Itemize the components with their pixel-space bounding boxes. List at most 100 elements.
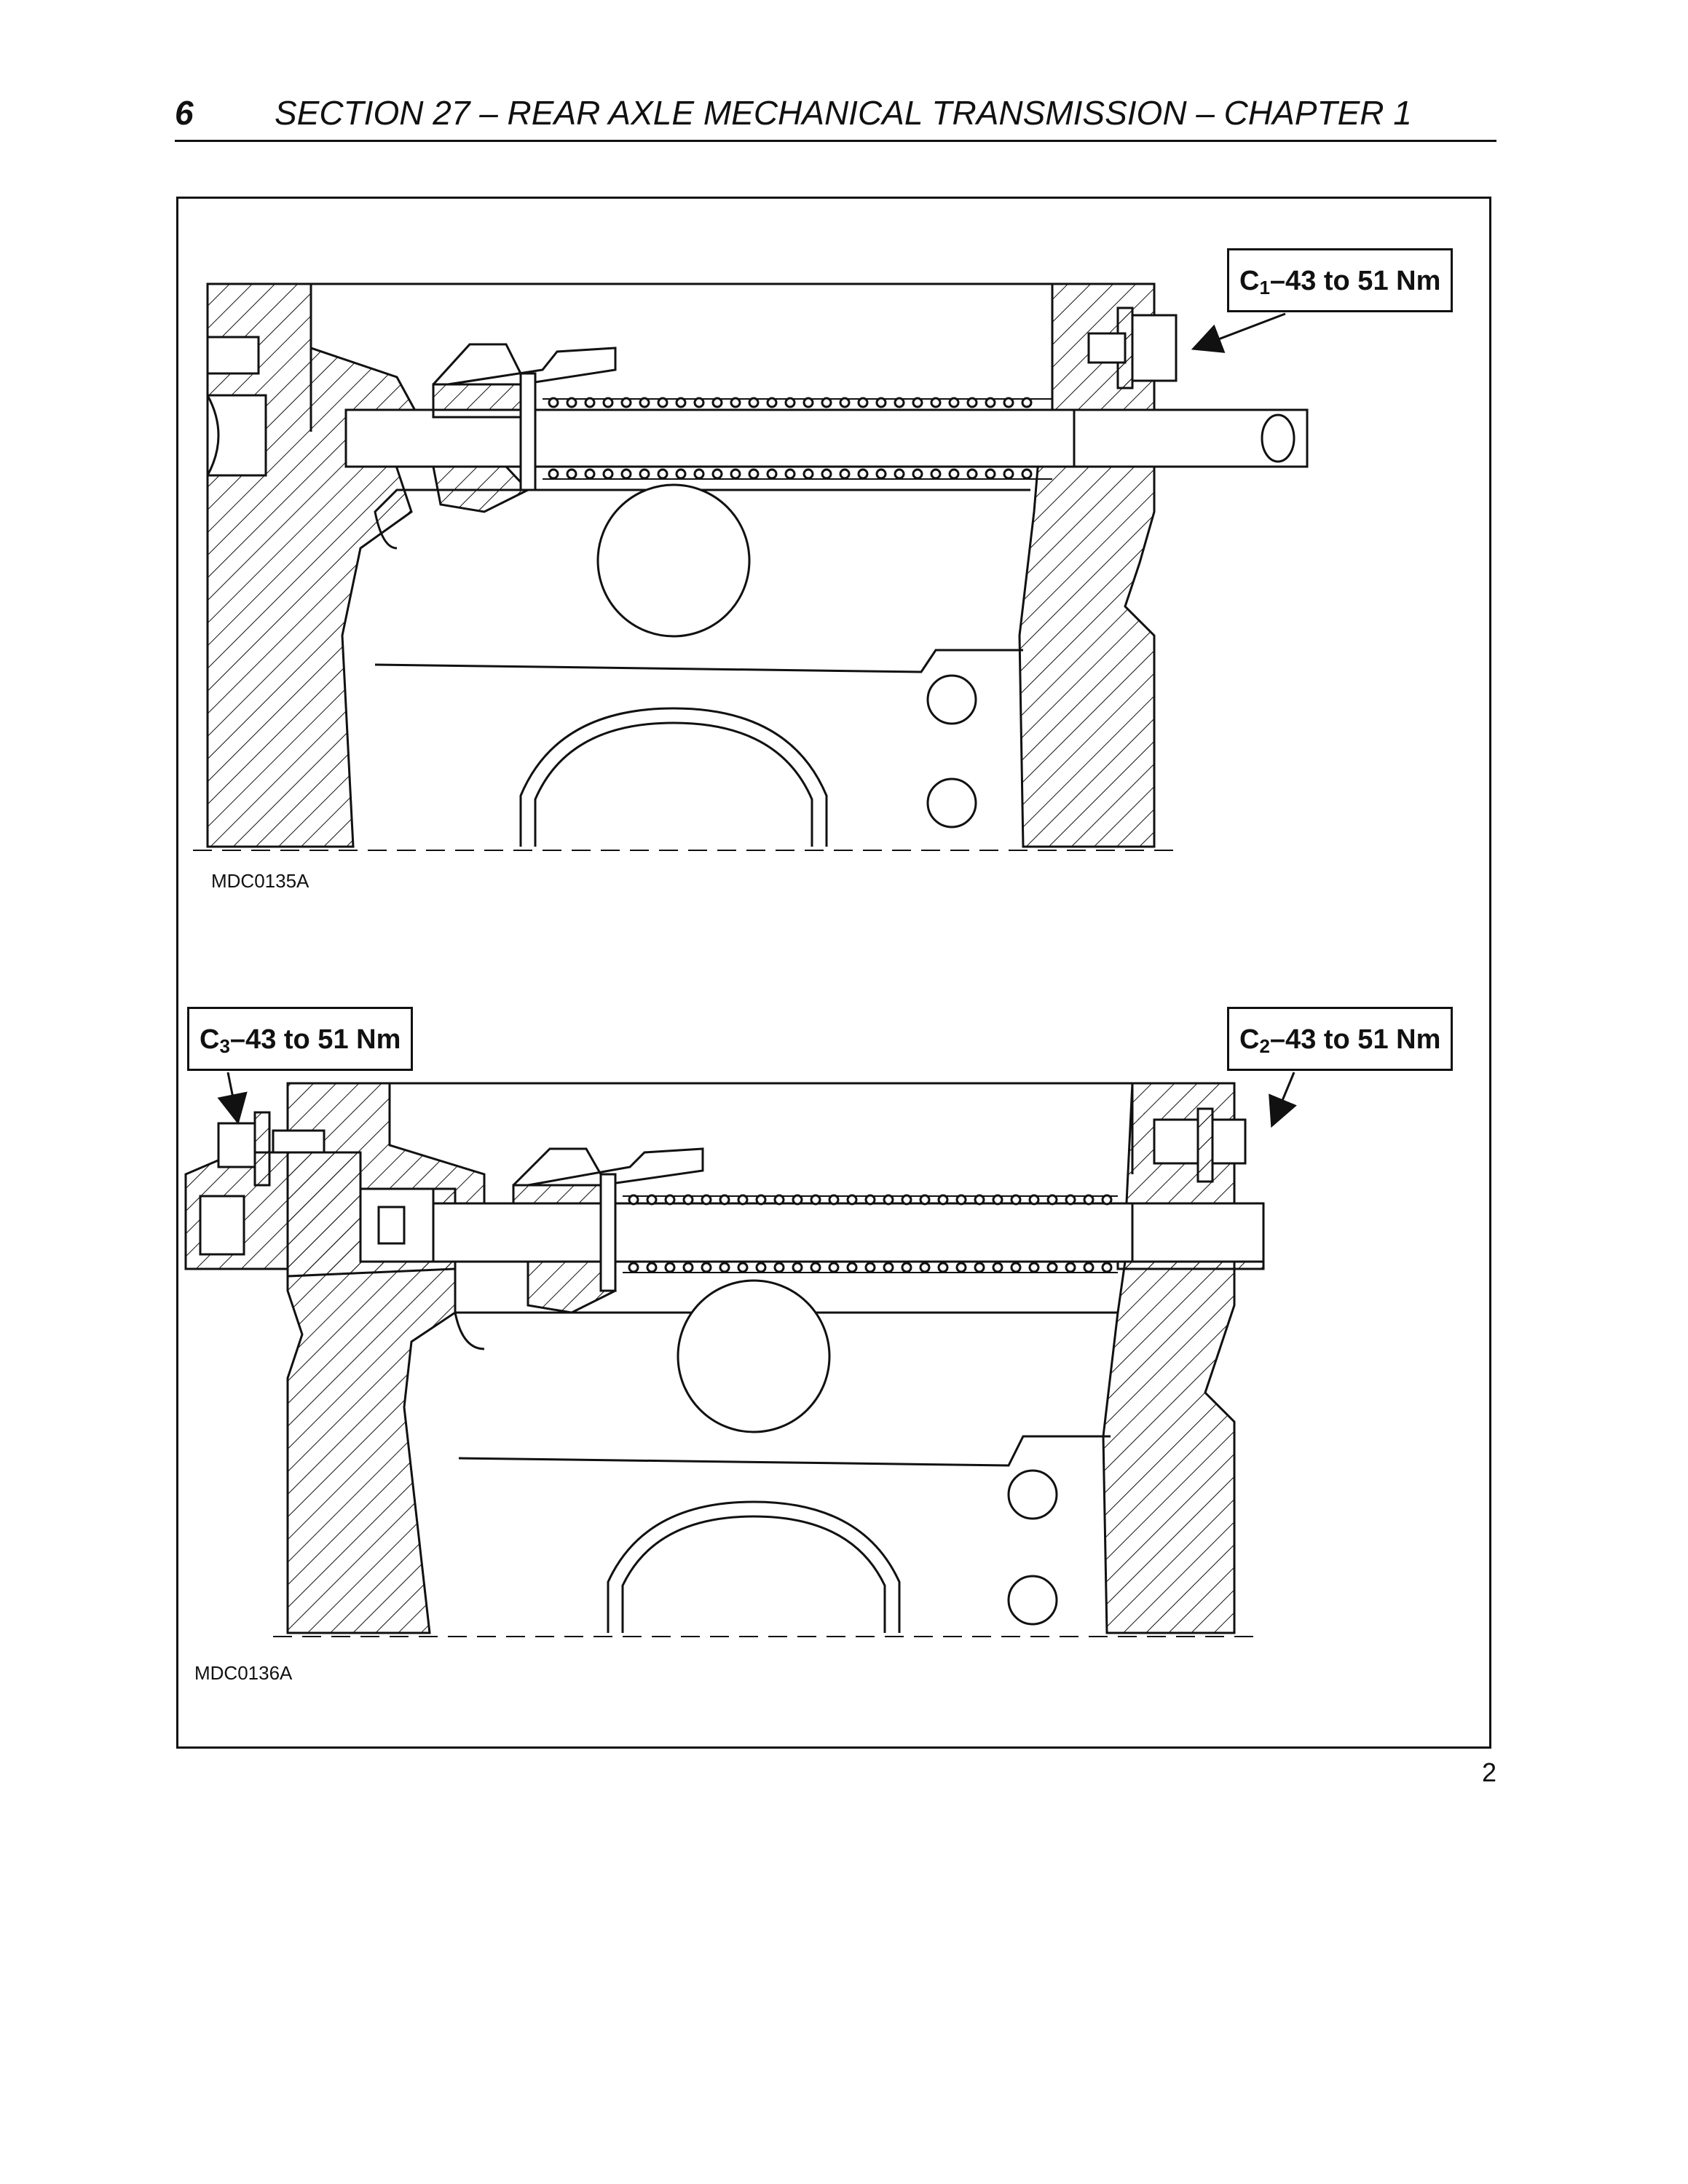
spring-coil — [773, 1262, 785, 1273]
spring-coil — [1028, 1262, 1040, 1273]
spring-coil — [839, 397, 851, 408]
spring-coil — [810, 1262, 821, 1273]
spring-coil — [737, 1262, 749, 1273]
spring-coil — [919, 1194, 931, 1206]
spring-coil — [646, 1194, 658, 1206]
spring-coil — [1003, 397, 1014, 408]
spring-coil — [766, 397, 778, 408]
c1-leader — [1191, 312, 1286, 353]
c1-prefix: C — [1239, 266, 1260, 296]
spring-coil — [1065, 1194, 1076, 1206]
c3-subscript: 3 — [219, 1035, 230, 1057]
spring-coil — [883, 1194, 894, 1206]
spring-coil — [639, 468, 650, 480]
spring-coil — [802, 397, 814, 408]
top-diagram-code: MDC0135A — [211, 870, 309, 892]
spring-coil — [828, 1194, 840, 1206]
spring-coil — [857, 468, 869, 480]
spring-coil — [701, 1262, 712, 1273]
spring-coil — [846, 1194, 858, 1206]
spring-coil — [930, 397, 942, 408]
spring-coil — [755, 1194, 767, 1206]
spring-coil — [620, 397, 632, 408]
spring-coil — [1101, 1194, 1113, 1206]
c1-subscript: 1 — [1259, 277, 1270, 298]
spring-coil — [792, 1194, 803, 1206]
spring-coil — [846, 1262, 858, 1273]
spring-coil — [1010, 1262, 1022, 1273]
spring-coil — [748, 397, 760, 408]
spring-coil — [548, 397, 559, 408]
spring-coil — [955, 1194, 967, 1206]
spring-coil — [548, 468, 559, 480]
c3-value: –43 to 51 Nm — [229, 1024, 401, 1055]
spring-coil — [693, 468, 705, 480]
spring-coil — [955, 1262, 967, 1273]
spring-coil — [755, 1262, 767, 1273]
spring-coil — [985, 468, 996, 480]
assembly-drawing — [184, 282, 1309, 1637]
spring-coil — [966, 468, 978, 480]
spring-coil — [584, 468, 596, 480]
spring-coil — [730, 468, 741, 480]
spring-coil — [748, 468, 760, 480]
spring-coil — [937, 1262, 949, 1273]
coil-dots-top — [548, 397, 1033, 480]
spring-coil — [839, 468, 851, 480]
spring-coil — [737, 1194, 749, 1206]
spring-coil — [857, 397, 869, 408]
page-number: 6 — [175, 94, 194, 132]
spring-coil — [875, 397, 887, 408]
c2-leader — [1269, 1072, 1297, 1128]
spring-coil — [1083, 1262, 1095, 1273]
spring-coil — [646, 1262, 658, 1273]
spring-coil — [719, 1262, 730, 1273]
spring-coil — [657, 468, 669, 480]
figure-number: 2 — [1481, 1757, 1496, 1787]
spring-coil — [810, 1194, 821, 1206]
spring-coil — [682, 1194, 694, 1206]
spring-coil — [1101, 1262, 1113, 1273]
torque-label-c1: C1–43 to 51 Nm — [1227, 248, 1454, 312]
spring-coil — [821, 397, 832, 408]
top-diagram — [193, 282, 1309, 851]
c3-leader — [217, 1072, 248, 1125]
spring-coil — [1046, 1194, 1058, 1206]
spring-coil — [985, 397, 996, 408]
spring-coil — [974, 1194, 985, 1206]
spring-coil — [1028, 1194, 1040, 1206]
spring-coil — [802, 468, 814, 480]
c3-prefix: C — [200, 1024, 220, 1055]
spring-coil — [711, 397, 723, 408]
spring-coil — [784, 397, 796, 408]
spring-coil — [657, 397, 669, 408]
spring-coil — [912, 468, 923, 480]
spring-coil — [966, 397, 978, 408]
spring-coil — [602, 397, 614, 408]
spring-coil — [664, 1194, 676, 1206]
torque-label-c3: C3–43 to 51 Nm — [187, 1007, 414, 1071]
spring-coil — [828, 1262, 840, 1273]
spring-coil — [675, 468, 687, 480]
c1-value: –43 to 51 Nm — [1269, 266, 1441, 296]
spring-coil — [682, 1262, 694, 1273]
spring-coil — [894, 397, 905, 408]
coil-dots-bottom — [628, 1194, 1113, 1273]
bottom-diagram — [184, 1082, 1265, 1637]
spring-coil — [901, 1262, 912, 1273]
spring-coil — [602, 468, 614, 480]
spring-coil — [701, 1194, 712, 1206]
c2-prefix: C — [1239, 1024, 1260, 1055]
spring-coil — [912, 397, 923, 408]
c2-value: –43 to 51 Nm — [1269, 1024, 1441, 1055]
spring-coil — [1065, 1262, 1076, 1273]
page-header: 6 SECTION 27 – REAR AXLE MECHANICAL TRAN… — [175, 93, 1496, 142]
spring-coil — [875, 468, 887, 480]
section-title: SECTION 27 – REAR AXLE MECHANICAL TRANSM… — [275, 94, 1412, 132]
spring-coil — [937, 1194, 949, 1206]
spring-coil — [1083, 1194, 1095, 1206]
spring-coil — [821, 468, 832, 480]
spring-coil — [992, 1262, 1003, 1273]
spring-coil — [730, 397, 741, 408]
spring-coil — [664, 1262, 676, 1273]
